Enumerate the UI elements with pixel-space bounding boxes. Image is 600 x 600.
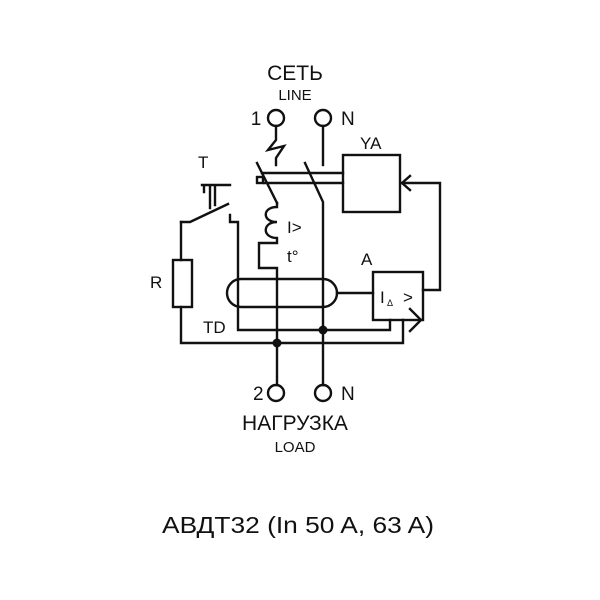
- junction-dot: [318, 325, 328, 335]
- residual-i-label: I: [380, 288, 385, 307]
- bottom-wire: [179, 305, 405, 345]
- load-en-label: LOAD: [275, 439, 316, 456]
- amplifier-label: A: [361, 250, 373, 269]
- t-button-label: T: [198, 153, 208, 172]
- differential-transformer: [225, 277, 339, 309]
- residual-current-amplifier: [371, 270, 425, 322]
- terminal-1: [266, 108, 286, 128]
- residual-delta-label: Δ: [387, 298, 393, 308]
- test-wire: [228, 213, 392, 332]
- terminal-n-bottom: [313, 383, 333, 403]
- line-en-label: LINE: [278, 87, 311, 104]
- feedback-wire: [400, 181, 442, 292]
- resistor: [171, 258, 194, 309]
- test-button[interactable]: [200, 183, 232, 210]
- overcurrent-label: I>: [287, 218, 302, 237]
- terminal-1-label: 1: [251, 109, 262, 130]
- mechanical-link: [260, 171, 345, 185]
- terminal-2: [266, 383, 286, 403]
- caption: АВДТ32 (In 50 A, 63 A): [162, 512, 434, 538]
- load-ru-label: НАГРУЗКА: [242, 412, 348, 435]
- line-ru-label: СЕТЬ: [267, 62, 323, 85]
- ya-label: YA: [360, 134, 382, 153]
- test-switch-contact: [179, 202, 230, 224]
- arrow-icon: [400, 174, 412, 192]
- terminal-n-bottom-label: N: [341, 384, 355, 405]
- neutral-switch-contact: [303, 161, 325, 387]
- terminal-n-top: [313, 108, 333, 128]
- phase-wire-top: [264, 124, 287, 167]
- junction-dot: [272, 338, 282, 348]
- thermal-magnetic-release: [257, 201, 279, 387]
- arrow-icon: [408, 307, 423, 333]
- residual-gt-label: >: [403, 288, 413, 307]
- thermal-label: t°: [287, 247, 299, 266]
- ya-trip-coil: [341, 153, 402, 214]
- td-label: TD: [203, 318, 226, 337]
- terminal-2-label: 2: [253, 384, 264, 405]
- latch-square: [255, 175, 265, 185]
- resistor-label: R: [150, 273, 162, 292]
- terminal-n-top-label: N: [341, 109, 355, 130]
